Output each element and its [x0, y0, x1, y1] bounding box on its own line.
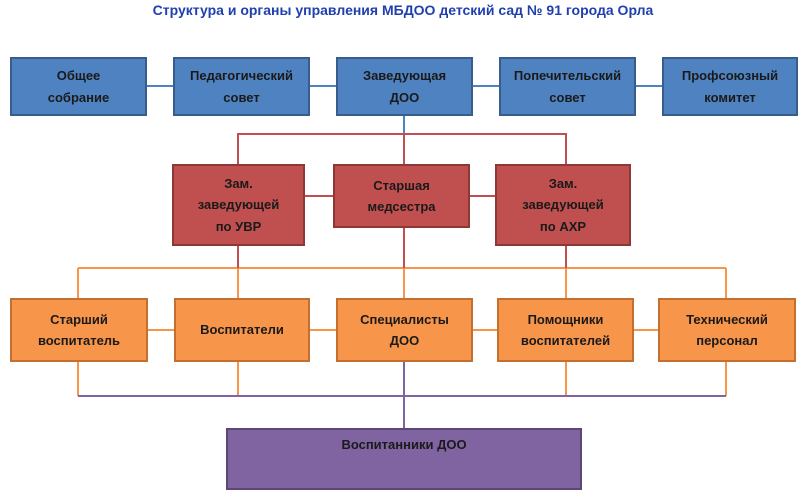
node-label: Зам. заведующей по АХР — [522, 175, 604, 234]
node-pupils: Воспитанники ДОО — [226, 428, 582, 490]
node-label: Старшая медсестра — [367, 177, 436, 214]
node-label: Помощники воспитателей — [520, 311, 611, 348]
node-label: Воспитатели — [200, 322, 284, 338]
node-educators: Воспитатели — [174, 298, 310, 362]
node-label: Старший воспитатель — [37, 311, 121, 348]
connector-deputies-bus — [237, 133, 567, 164]
node-technical-staff: Технический персонал — [658, 298, 796, 362]
node-board-of-trustees: Попечительский совет — [499, 57, 636, 116]
diagram-title: Структура и органы управления МБДОО детс… — [152, 2, 654, 18]
node-general-meeting: Общее собрание — [10, 57, 147, 116]
node-assistant-educators: Помощники воспитателей — [497, 298, 634, 362]
node-label: Попечительский совет — [513, 68, 622, 105]
node-senior-educator: Старший воспитатель — [10, 298, 148, 362]
node-label: Педагогический совет — [190, 68, 293, 105]
node-label: Общее собрание — [47, 68, 110, 105]
node-specialists: Специалисты ДОО — [336, 298, 473, 362]
node-label: Заведующая ДОО — [362, 68, 447, 105]
node-label: Технический персонал — [686, 311, 768, 348]
node-label: Профсоюзный комитет — [681, 68, 779, 105]
node-trade-union: Профсоюзный комитет — [662, 57, 798, 116]
node-head: Заведующая ДОО — [336, 57, 473, 116]
node-pedagogical-council: Педагогический совет — [173, 57, 310, 116]
node-senior-nurse: Старшая медсестра — [333, 164, 470, 228]
node-label: Специалисты ДОО — [360, 311, 449, 348]
node-deputy-ahr: Зам. заведующей по АХР — [495, 164, 631, 246]
node-label: Воспитанники ДОО — [341, 437, 467, 452]
node-deputy-uvr: Зам. заведующей по УВР — [172, 164, 305, 246]
node-label: Зам. заведующей по УВР — [197, 175, 280, 234]
